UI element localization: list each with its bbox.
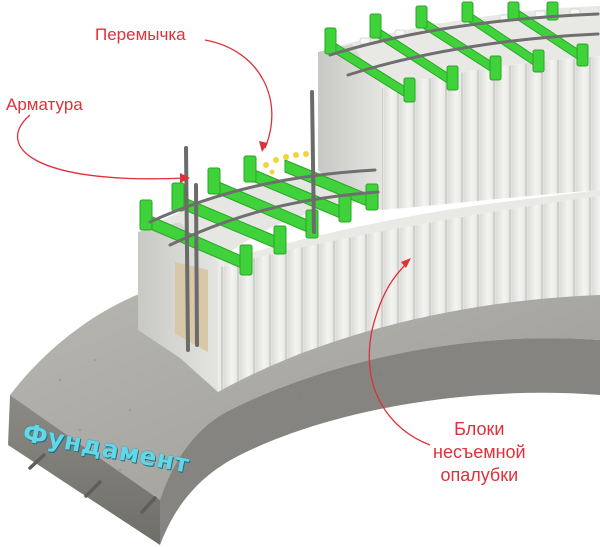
label-bloki-line2: несъемной <box>433 442 526 462</box>
label-bloki-line1: Блоки <box>454 419 505 439</box>
label-bloki: Блоки несъемной опалубки <box>433 418 526 487</box>
label-armatura: Арматура <box>6 95 83 114</box>
foundation-rebar-stubs <box>28 453 157 514</box>
arrow-heads <box>180 141 411 268</box>
label-peremychka: Перемычка <box>95 25 186 44</box>
vertical-rebar <box>184 90 316 352</box>
horizontal-rebar <box>148 12 600 247</box>
yellow-clips <box>263 151 309 175</box>
annotation-arrows <box>17 39 431 446</box>
label-bloki-line3: опалубки <box>440 465 519 485</box>
